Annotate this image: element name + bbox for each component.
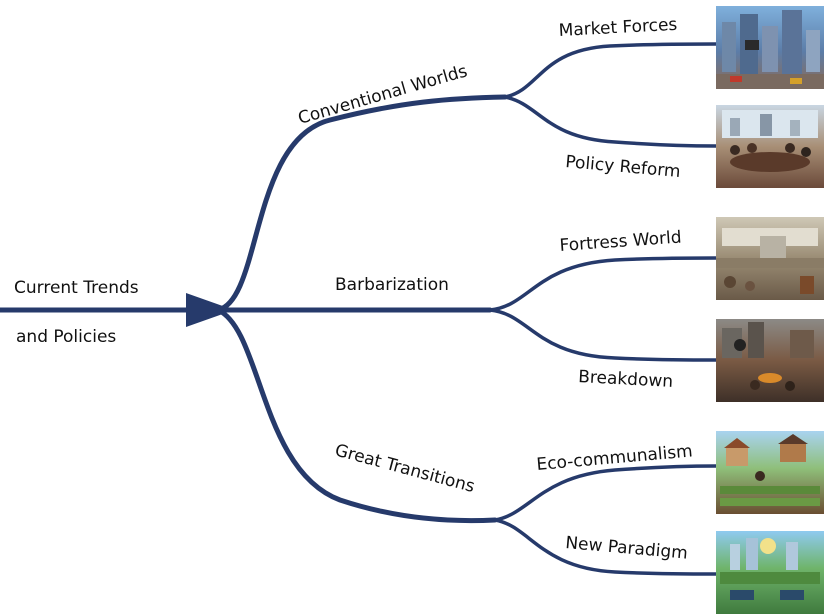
branch-label-barbarization: Barbarization [335, 275, 449, 295]
leaf-label-market-forces: Market Forces [558, 15, 678, 41]
walled-compound-image [716, 217, 824, 300]
leaf-line-new-paradigm [493, 518, 718, 576]
branch-label-great-transitions: Great Transitions [333, 441, 477, 498]
village-garden-image [716, 431, 824, 514]
root-label-line2: and Policies [16, 327, 116, 347]
ruined-town-image [716, 319, 824, 402]
leaf-line-breakdown [488, 308, 718, 362]
leaf-line-eco-communalism [493, 464, 718, 522]
leaf-label-new-paradigm: New Paradigm [565, 533, 689, 564]
green-city-image [716, 531, 824, 614]
root-label-line1: Current Trends [14, 278, 139, 298]
leaf-label-breakdown: Breakdown [578, 367, 674, 392]
leaf-line-fortress-world [488, 256, 718, 312]
leaf-line-market-forces [503, 42, 718, 99]
arrowhead-icon [186, 293, 234, 327]
meeting-room-image [716, 105, 824, 188]
city-street-image [716, 6, 824, 89]
leaf-line-policy-reform [503, 95, 718, 148]
branch-line-conventional-worlds [215, 94, 508, 313]
branch-line-great-transitions [215, 307, 498, 524]
branch-label-conventional-worlds: Conventional Worlds [296, 61, 470, 129]
leaf-label-fortress-world: Fortress World [559, 228, 682, 256]
leaf-label-policy-reform: Policy Reform [565, 152, 682, 182]
